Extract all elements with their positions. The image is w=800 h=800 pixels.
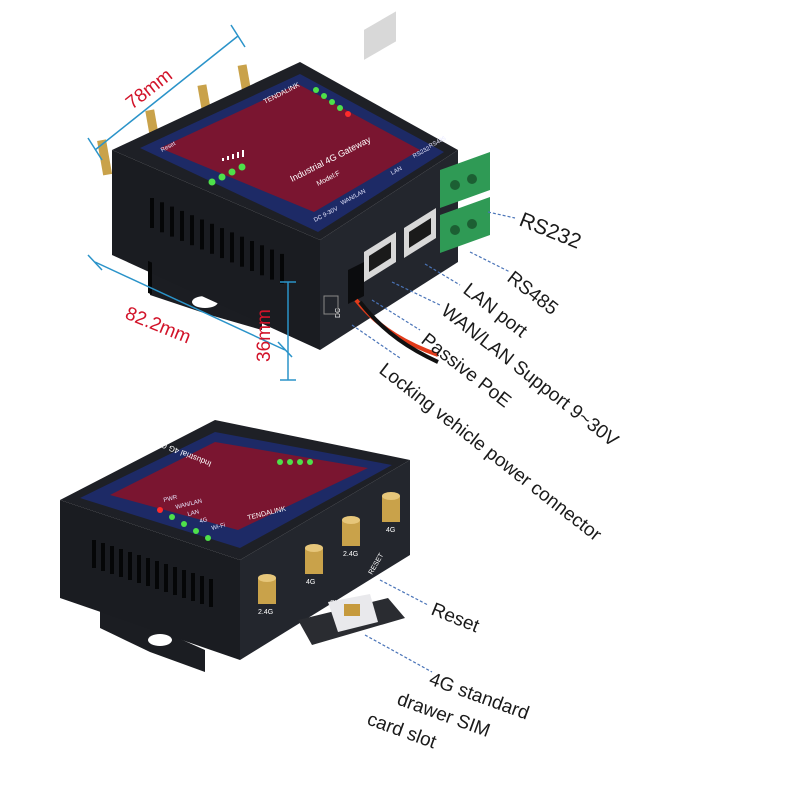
vent-slot: [260, 245, 264, 276]
vent-slot: [200, 576, 204, 604]
front-face: [112, 150, 320, 350]
ant-label-24g-left: 2.4G: [258, 609, 273, 616]
bottom-led-pwr: PWR: [163, 495, 179, 504]
rs485-terminal: [440, 197, 490, 253]
top-gateway-device: TENDALINK Industrial 4G Gateway Model:F …: [97, 11, 490, 364]
vent-slot: [101, 543, 105, 571]
vent-slot: [240, 236, 244, 267]
vent-slot: [270, 249, 274, 280]
vent-slot: [173, 567, 177, 595]
power-connector: [348, 262, 364, 304]
vent-slot: [137, 555, 141, 583]
front-vents: [148, 260, 152, 295]
vent-slot: [230, 232, 234, 263]
bottom-led-wifi: Wi-Fi: [211, 523, 226, 532]
dimension-lines: [87, 24, 296, 381]
signal-bars: [222, 150, 244, 161]
vent-slot: [110, 546, 114, 574]
dimension-depth: 82.2mm: [122, 303, 194, 348]
callout-reset: Reset: [428, 599, 483, 637]
bottom-gateway-device: Industrial 4G Gateway TENDALINK Wi-Fi 4G…: [60, 420, 410, 672]
vent-slot: [170, 206, 174, 237]
rj45-wan-port: [364, 11, 396, 60]
callout-leaders-top: [351, 211, 516, 359]
power-icon: [323, 295, 339, 315]
vent-slot: [92, 540, 96, 568]
vent-slot: [160, 202, 164, 233]
status-leds: [208, 87, 351, 186]
vent-slot: [155, 561, 159, 589]
sim-chip: [344, 604, 360, 616]
antenna-connectors: [258, 492, 400, 604]
vent-slot: [280, 253, 284, 284]
bottom-led-4g: 4G: [199, 517, 209, 525]
vent-slot: [190, 215, 194, 246]
vent-slot: [209, 579, 213, 607]
vent-slot: [150, 198, 154, 228]
callout-leaders-bottom: [364, 579, 433, 673]
ant-label-4g-left: 4G: [306, 579, 315, 586]
bottom-status-leds: [157, 459, 313, 541]
vent-slot: [220, 228, 224, 259]
vent-slots-bottom: [92, 540, 213, 607]
bottom-right-face: [240, 460, 410, 660]
bottom-panel: [110, 442, 368, 530]
label-panel: [160, 84, 420, 212]
vent-slot: [250, 241, 254, 271]
vent-slot: [128, 552, 132, 580]
bottom-led-lan: LAN: [187, 509, 200, 518]
power-wires: [354, 298, 439, 364]
vent-slot: [210, 223, 214, 254]
bracket-hole-bottom: [148, 634, 172, 646]
callout-rs232: RS232: [516, 208, 584, 253]
ant-label-4g-right: 4G: [386, 527, 395, 534]
vent-slot: [200, 219, 204, 250]
vent-slot: [180, 210, 184, 241]
vent-slots: [150, 198, 284, 284]
vent-slot: [119, 549, 123, 577]
ant-label-24g-right: 2.4G: [343, 551, 358, 558]
vent-slot: [191, 573, 195, 601]
vent-slot: [164, 564, 168, 592]
rs232-terminal: [440, 152, 490, 208]
vent-slot: [182, 570, 186, 598]
panel-lan: LAN: [390, 166, 403, 177]
vent-slot: [146, 558, 150, 586]
dimension-height: 36mm: [254, 309, 275, 362]
